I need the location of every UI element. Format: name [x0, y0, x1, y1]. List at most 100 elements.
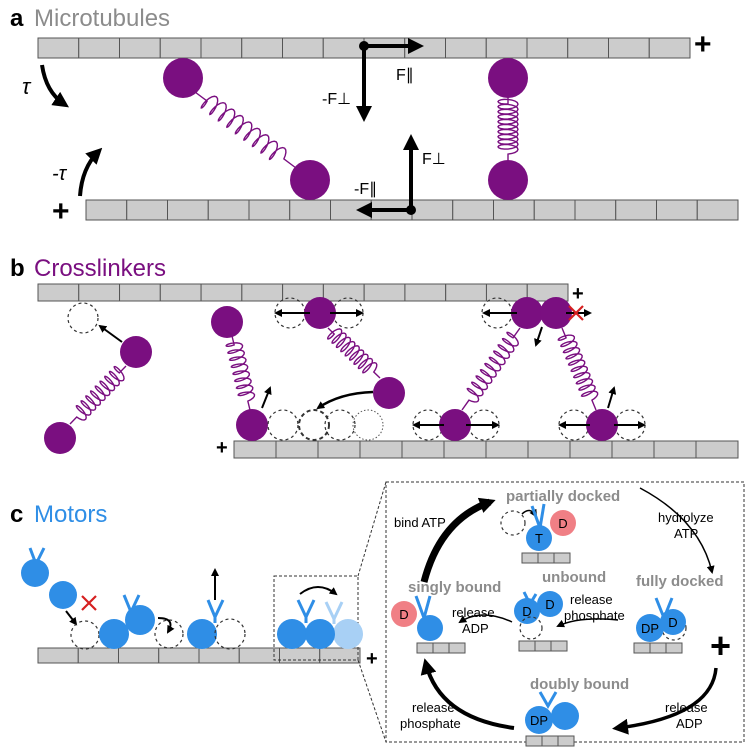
tubulin-segment [282, 37, 324, 59]
tubulin-segment [85, 199, 128, 221]
motor-detaching [187, 568, 246, 650]
microtubule-bottom [85, 199, 739, 221]
label-doubly-bound: doubly bound [530, 676, 629, 693]
motor-unbound-cycle: D D [514, 591, 563, 640]
tubulin-segment-small [557, 735, 575, 747]
tubulin-segment [317, 440, 361, 459]
microtubule-bottom-b [233, 440, 739, 459]
tubulin-segment [363, 283, 406, 302]
tubulin-segment [359, 440, 403, 459]
crosslinker4-head-top [511, 297, 543, 329]
tubulin-segment-small [649, 642, 667, 654]
tubulin-segment [159, 283, 202, 302]
tubulin-segment [241, 37, 283, 59]
crosslinker-spring-vertical [497, 96, 519, 162]
state-D-unbound-1: D [522, 604, 531, 619]
crosslinker-spring-tilted [194, 91, 297, 169]
zoom-line-bottom [357, 659, 387, 743]
tubulin-segment [37, 647, 79, 664]
panel-c: c Motors + [10, 481, 745, 747]
panel-a: a Microtubules + + τ -τ F∥ -F⊥ F⊥ -F∥ [10, 5, 739, 228]
label-release-adp-1: release [665, 700, 708, 715]
tubulin-segment [248, 199, 291, 221]
tubulin-segment [322, 37, 365, 59]
tubulin-segment [656, 199, 698, 221]
tubulin-segment [404, 283, 447, 302]
crosslinker5-head-top [540, 297, 572, 329]
rebind-arrow [316, 390, 374, 410]
label-inner-adp-2: ADP [462, 621, 489, 636]
microtubule-top-b [37, 283, 569, 302]
cycle-arrow-hydrolyze [639, 487, 715, 574]
motor-fully-docked: DP D [636, 597, 687, 642]
tubulin-segment [37, 37, 80, 59]
panel-c-letter: c [10, 501, 23, 528]
crosslinker2-head-top [211, 306, 243, 338]
panel-a-title: Microtubules [34, 5, 170, 32]
tubulin-segment [279, 647, 321, 664]
tau-label: τ [22, 74, 32, 99]
plus-end-top: + [694, 28, 712, 61]
tubulin-segment [567, 37, 609, 59]
tubulin-segment-small [525, 735, 543, 747]
tubulin-segment [241, 283, 284, 302]
label-hydrolyze-1: hydrolyze [658, 510, 714, 525]
tubulin-segment-small [448, 642, 466, 654]
crosslinker3-head-top [304, 297, 336, 329]
tubulin-segment-small [550, 640, 568, 652]
crosslinker-head-top [163, 58, 203, 98]
tubulin-segment-small [541, 735, 559, 747]
crosslinker3-spring [326, 327, 381, 379]
label-hydrolyze-2: ATP [674, 526, 698, 541]
label-fully-docked: fully docked [636, 573, 724, 590]
plus-end-cycle: + [710, 625, 731, 666]
cycle-arrow-bind-atp [420, 497, 496, 583]
tubulin-segment-small [665, 642, 683, 654]
tubulin-segment [608, 37, 650, 59]
tubulin-segment [119, 37, 161, 59]
tubulin-segment [574, 199, 617, 221]
label-singly-bound: singly bound [408, 579, 501, 596]
ghost-site-4 [352, 409, 384, 441]
binding-arrow [98, 324, 123, 343]
tubulin-segment [238, 647, 280, 664]
tubulin-segment [200, 37, 243, 59]
panel-a-letter: a [10, 5, 24, 32]
tubulin-segment [119, 283, 161, 302]
cycle-arrow-inner-release-adp [458, 614, 513, 624]
motor-hand-over-hand [277, 586, 363, 649]
state-D-unbound-2: D [545, 597, 554, 612]
label-unbound: unbound [542, 569, 606, 586]
blocked-x-icon [568, 305, 584, 321]
state-T: T [535, 531, 543, 546]
tubulin-segment [485, 440, 529, 459]
zoom-box [273, 575, 359, 661]
neg-f-parallel-label: -F∥ [354, 181, 377, 198]
tubulin-segment [443, 440, 487, 459]
panel-b-title: Crosslinkers [34, 255, 166, 282]
plus-end-c: + [366, 648, 378, 670]
tubulin-segment [401, 440, 445, 459]
label-inner-release-2: phosphate [564, 608, 625, 623]
tubulin-segment-small [432, 642, 450, 654]
f-perp-label: F⊥ [422, 151, 446, 168]
tubulin-segment [77, 647, 119, 664]
tubulin-segment [696, 199, 739, 221]
ghost-binding-site [67, 302, 99, 334]
crosslinker2-arrow [261, 386, 272, 409]
bind-arrow-c [65, 610, 78, 626]
crosslinker-head-free-top [120, 336, 152, 368]
crosslinker2-head-bottom [236, 409, 268, 441]
label-inner-adp-1: release [452, 605, 495, 620]
tubulin-segment-small [537, 552, 555, 564]
blocked-x-icon-c [81, 595, 97, 611]
ghost-site-2 [298, 409, 330, 441]
label-inner-release-1: release [570, 592, 613, 607]
tubulin-segment [527, 440, 571, 459]
label-release-phosphate-1: release [412, 700, 455, 715]
tubulin-segment [653, 440, 697, 459]
tubulin-segment-small [518, 640, 536, 652]
unbind-arrow-5 [607, 386, 617, 409]
tubulin-segment [118, 647, 160, 664]
